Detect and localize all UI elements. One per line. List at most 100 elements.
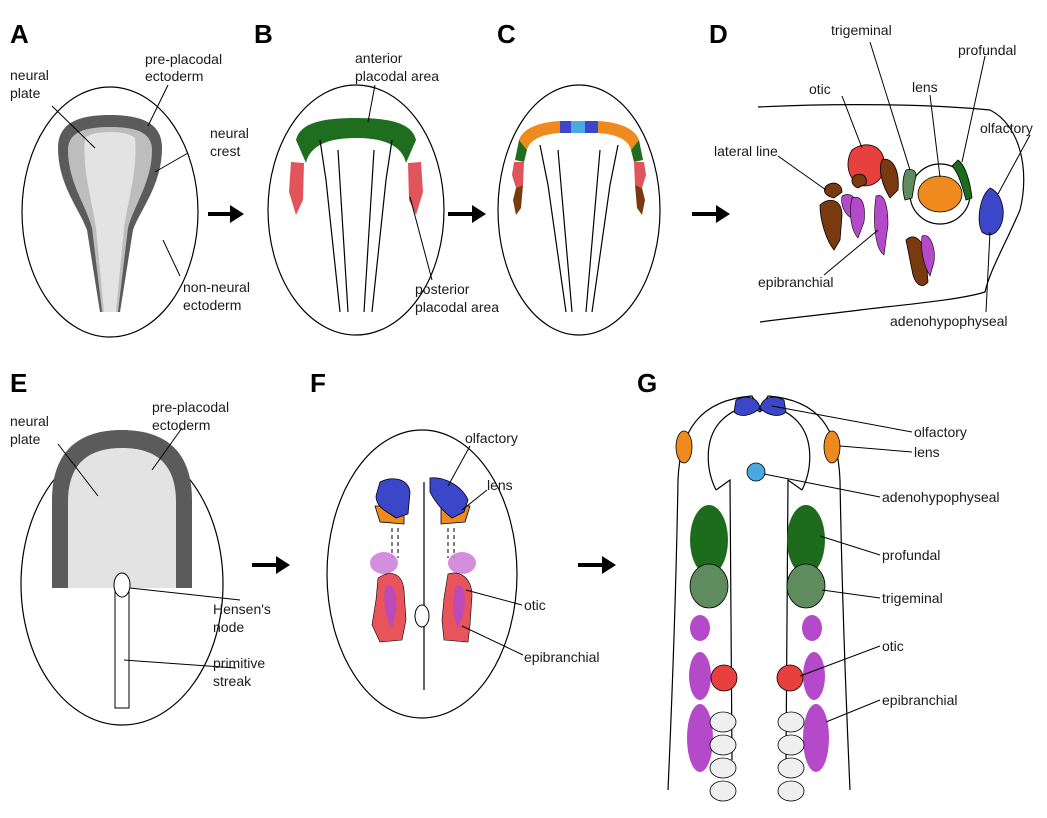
- otic-placodal-domain: [634, 162, 646, 188]
- panel-e: E neural plate pre-placodal ectoderm Hen…: [10, 368, 271, 725]
- label-adenohypophyseal: adenohypophyseal: [882, 489, 1000, 505]
- arrow-e-to-f: [252, 556, 290, 574]
- label-lens: lens: [487, 477, 513, 493]
- anterior-placodal-area: [296, 118, 416, 163]
- embryo-outline: [327, 430, 517, 718]
- panel-label-e: E: [10, 368, 27, 398]
- label-anterior-placodal-area: anterior: [355, 50, 403, 66]
- panel-b: B anterior placodal area posterior placo…: [254, 19, 499, 335]
- panel-label-b: B: [254, 19, 273, 49]
- panel-a: A neural plate pre-placodal ectoderm neu…: [10, 19, 250, 337]
- label-otic: otic: [809, 81, 831, 97]
- label-lateral-line: lateral line: [714, 143, 778, 159]
- label-posterior-placodal-area: placodal area: [415, 299, 499, 315]
- leader-line: [448, 446, 470, 486]
- arrow-f-to-g: [578, 556, 616, 574]
- label-trigeminal: trigeminal: [882, 590, 943, 606]
- label-posterior-placodal-area: posterior: [415, 281, 470, 297]
- neural-fold: [558, 150, 572, 312]
- label-preplacodal-ectoderm: pre-placodal: [152, 399, 229, 415]
- leader-line: [986, 232, 990, 312]
- leader-line: [778, 156, 826, 190]
- adenohypophyseal-placode: [747, 463, 765, 481]
- primitive-streak: [115, 592, 129, 708]
- leader-line: [840, 446, 912, 452]
- arrow-b-to-c: [448, 205, 486, 223]
- panel-d: D otic trigeminal lens profundal olfacto…: [709, 19, 1033, 329]
- label-anterior-placodal-area: placodal area: [355, 68, 439, 84]
- panel-label-a: A: [10, 19, 29, 49]
- epibranchial-placode: [803, 652, 825, 700]
- epibranchial-placode: [689, 652, 711, 700]
- panel-g: G olfactory: [637, 368, 1000, 801]
- somite: [778, 712, 804, 732]
- label-primitive-streak: streak: [213, 673, 252, 689]
- leader-line: [368, 85, 375, 122]
- label-preplacodal-ectoderm: pre-placodal: [145, 51, 222, 67]
- neural-plate-region: [68, 448, 176, 588]
- lens-placode: [824, 431, 840, 463]
- somite: [710, 712, 736, 732]
- panel-label-c: C: [497, 19, 516, 49]
- arrow-c-to-d: [692, 205, 730, 223]
- label-non-neural-ectoderm: non-neural: [183, 279, 250, 295]
- neural-fold: [364, 150, 374, 312]
- label-epibranchial: epibranchial: [524, 649, 600, 665]
- leader-line: [842, 96, 862, 148]
- label-neural-plate: neural: [10, 413, 49, 429]
- label-non-neural-ectoderm: ectoderm: [183, 297, 241, 313]
- label-profundal: profundal: [958, 42, 1016, 58]
- label-neural-crest: crest: [210, 143, 240, 159]
- label-adenohypophyseal: adenohypophyseal: [890, 313, 1008, 329]
- somite: [710, 735, 736, 755]
- lens-placode: [918, 176, 962, 212]
- leader-line: [820, 536, 880, 555]
- epibranchial-placode: [802, 615, 822, 641]
- lens-placode: [676, 431, 692, 463]
- trigeminal-placode: [690, 564, 728, 608]
- leader-line: [826, 700, 880, 722]
- panel-f: F olfactory lens otic epibranchial: [310, 368, 600, 718]
- label-preplacodal-ectoderm: ectoderm: [152, 417, 210, 433]
- label-lens: lens: [912, 79, 938, 95]
- somite: [710, 758, 736, 778]
- label-otic: otic: [882, 638, 904, 654]
- otic-placode: [711, 665, 737, 691]
- otic-placode: [777, 665, 803, 691]
- leader-line: [466, 590, 522, 605]
- label-olfactory: olfactory: [465, 430, 518, 446]
- label-neural-plate: plate: [10, 85, 41, 101]
- label-primitive-streak: primitive: [213, 655, 265, 671]
- leader-line: [410, 197, 432, 280]
- somite: [778, 781, 804, 801]
- lens-placodal-domain: [519, 121, 560, 150]
- neural-fold: [320, 140, 340, 312]
- somite: [710, 781, 736, 801]
- posterior-placodal-area: [289, 162, 304, 215]
- label-hensens-node: node: [213, 619, 244, 635]
- leader-line: [998, 135, 1030, 194]
- leader-line: [772, 406, 912, 432]
- leader-line: [822, 590, 880, 598]
- epibranchial-placode: [850, 197, 864, 238]
- label-profundal: profundal: [882, 547, 940, 563]
- label-olfactory: olfactory: [914, 424, 967, 440]
- label-neural-plate: plate: [10, 431, 41, 447]
- somite: [778, 758, 804, 778]
- trigeminal-placode: [903, 169, 916, 200]
- lateral-line-placodal-domain: [513, 185, 523, 215]
- label-neural-crest: neural: [210, 125, 249, 141]
- neural-fold: [592, 145, 618, 312]
- label-hensens-node: Hensen's: [213, 601, 271, 617]
- lateral-line-placode: [820, 200, 842, 250]
- olfactory-placode: [734, 397, 760, 415]
- label-preplacodal-ectoderm: ectoderm: [145, 68, 203, 84]
- posterior-placodal-area: [408, 162, 423, 215]
- panel-label-g: G: [637, 368, 657, 398]
- trigeminal-placode: [787, 564, 825, 608]
- lateral-line-placodal-domain: [635, 185, 645, 215]
- epibranchial-placode: [690, 615, 710, 641]
- epibranchial-placode: [687, 704, 713, 772]
- hensens-node: [415, 605, 429, 627]
